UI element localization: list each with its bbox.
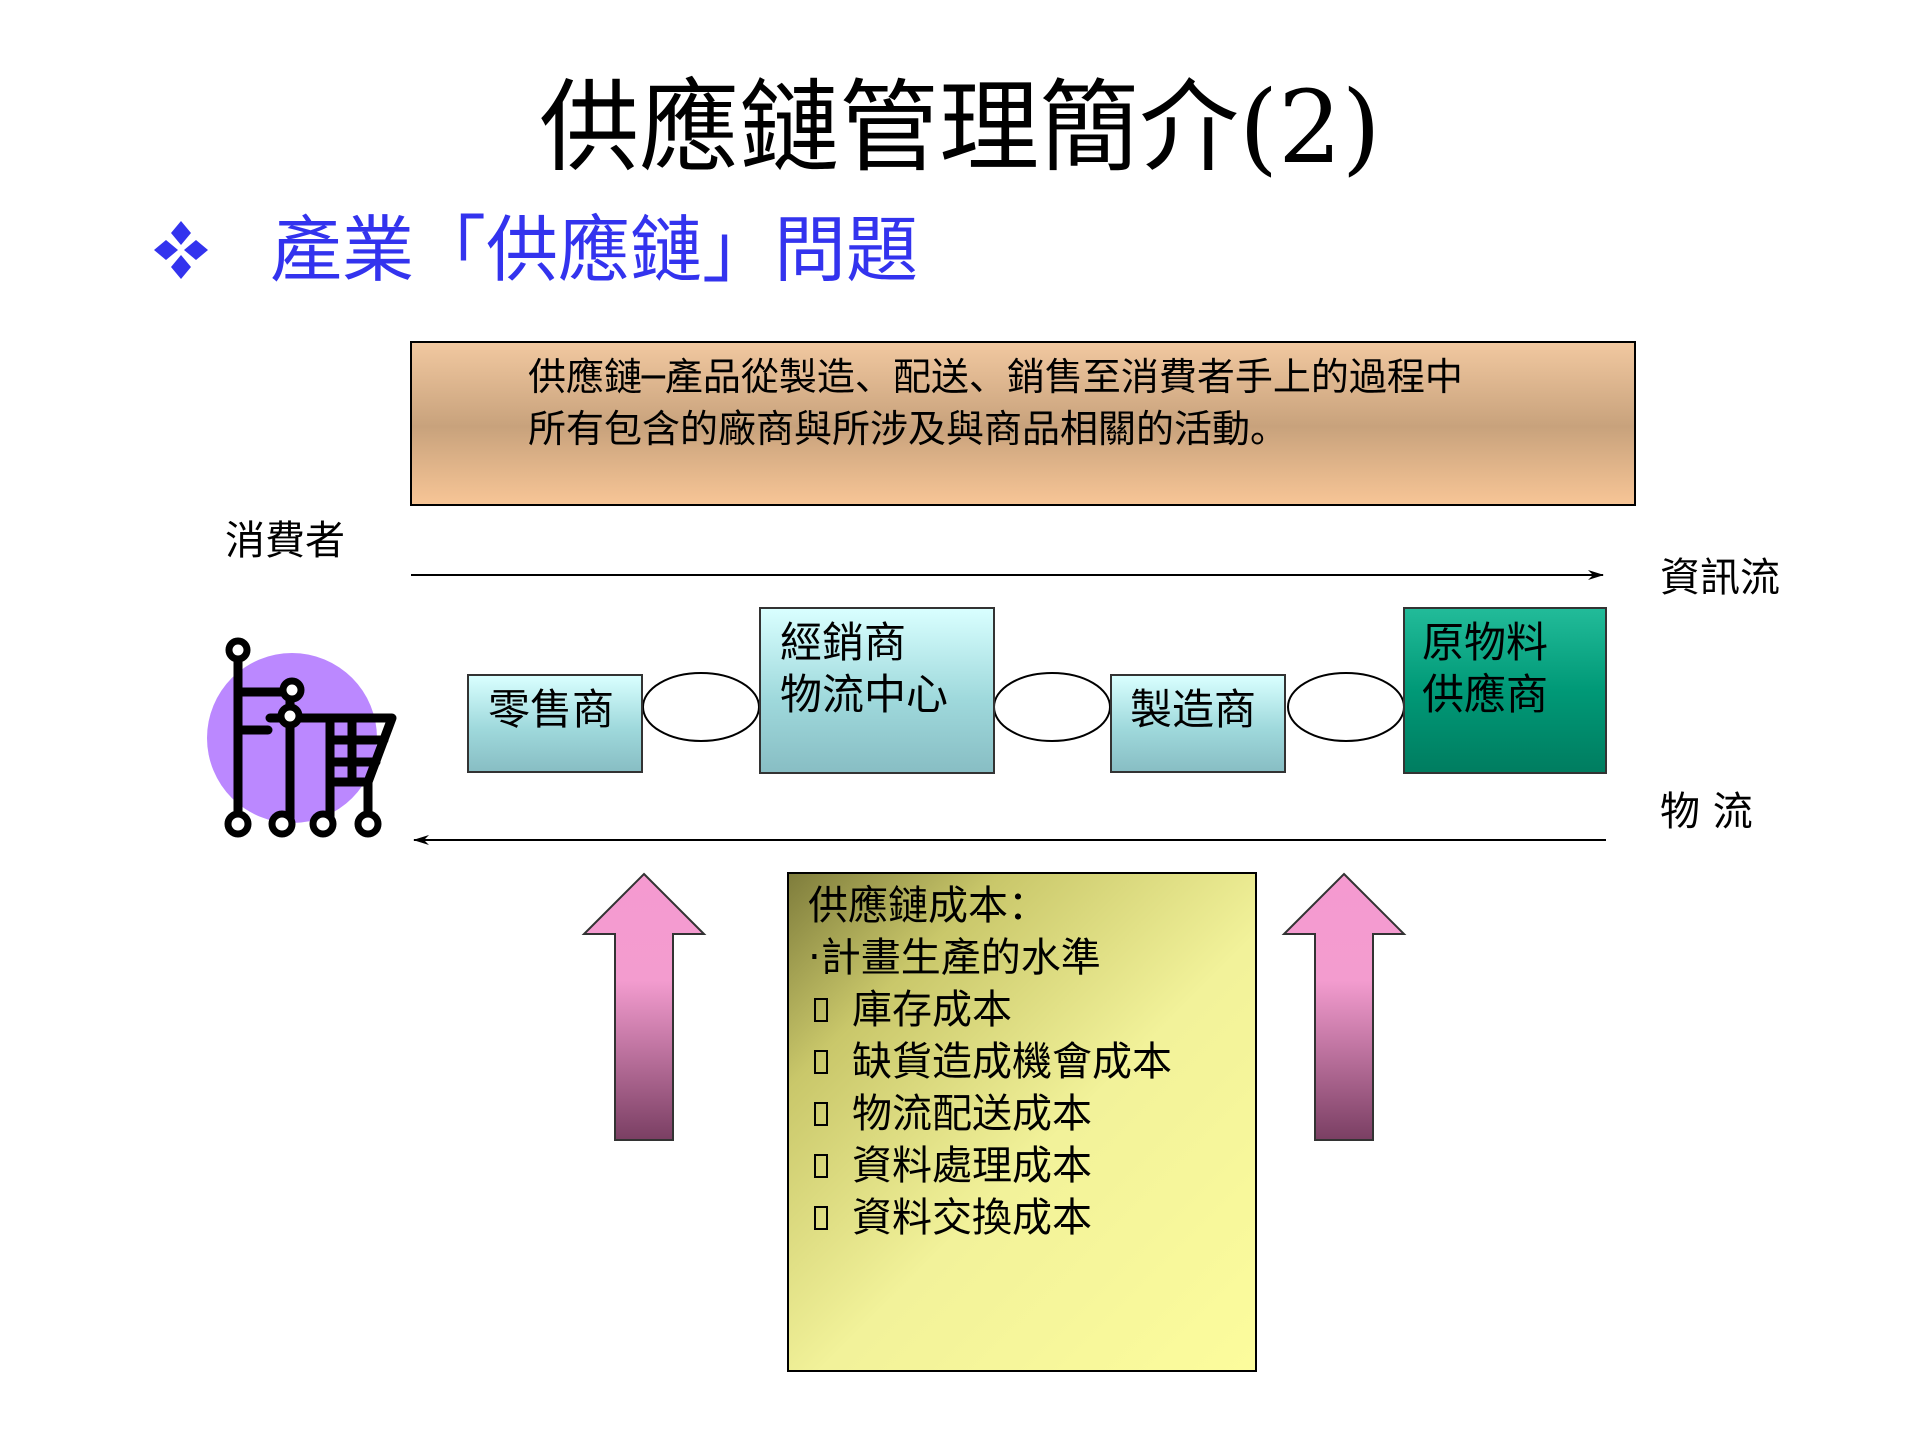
supplier-label: 原物料 供應商 xyxy=(1422,617,1548,721)
definition-box xyxy=(410,341,1636,506)
cost-item-text: 缺貨造成機會成本 xyxy=(852,1039,1172,1085)
supplier-node xyxy=(1403,607,1607,774)
checkbox-bullet-icon xyxy=(814,1154,828,1178)
manufacturer-node xyxy=(1110,674,1286,773)
retailer-node xyxy=(467,674,643,773)
cost-item: 資料交換成本 xyxy=(808,1192,1172,1244)
connector-oval-3 xyxy=(1287,672,1405,742)
distributor-label: 經銷商 物流中心 xyxy=(780,617,948,721)
subtitle-row: 產業「供應鏈」問題 xyxy=(150,200,918,300)
definition-line-2: 所有包含的廠商與所涉及與商品相關的活動。 xyxy=(528,407,1289,451)
checkbox-bullet-icon xyxy=(814,1102,828,1126)
retailer-label: 零售商 xyxy=(488,685,615,734)
definition-line-1: 供應鏈─產品從製造、配送、銷售至消費者手上的過程中 xyxy=(528,355,1463,399)
page-title: 供應鏈管理簡介(2) xyxy=(539,69,1381,186)
distributor-node xyxy=(759,607,995,774)
subtitle: 產業「供應鏈」問題 xyxy=(270,208,919,292)
checkbox-bullet-icon xyxy=(814,1050,828,1074)
info-flow-label: 資訊流 xyxy=(1660,555,1780,601)
cost-item-text: 資料處理成本 xyxy=(852,1143,1092,1189)
manufacturer-label: 製造商 xyxy=(1130,685,1257,734)
diamond-bullet-icon xyxy=(154,221,208,279)
connector-oval-2 xyxy=(993,672,1111,742)
consumer-label: 消費者 xyxy=(225,518,345,564)
supplier-label-line-1: 原物料 xyxy=(1422,618,1549,667)
cost-heading: 供應鏈成本： xyxy=(808,883,1048,929)
cost-list: 供應鏈成本： ‧計畫生產的水準 庫存成本 缺貨造成機會成本 物流配送成本 資料處… xyxy=(808,880,1172,1244)
checkbox-bullet-icon xyxy=(814,1206,828,1230)
cost-item: 物流配送成本 xyxy=(808,1088,1172,1140)
logistics-flow-label: 物 流 xyxy=(1660,789,1753,835)
up-arrow-right xyxy=(1281,872,1407,1141)
connector-oval-1 xyxy=(642,672,760,742)
up-arrow-left xyxy=(581,872,707,1141)
shopping-cart-icon xyxy=(207,637,397,838)
distributor-label-line-1: 經銷商 xyxy=(780,618,907,667)
supplier-label-line-2: 供應商 xyxy=(1422,670,1549,719)
definition-text: 供應鏈─產品從製造、配送、銷售至消費者手上的過程中 所有包含的廠商與所涉及與商品… xyxy=(528,351,1628,455)
cost-box xyxy=(787,872,1257,1372)
cost-item: 庫存成本 xyxy=(808,984,1172,1036)
cost-item-text: 物流配送成本 xyxy=(852,1091,1092,1137)
cost-item-text: 庫存成本 xyxy=(852,987,1012,1033)
distributor-label-line-2: 物流中心 xyxy=(780,670,949,719)
checkbox-bullet-icon xyxy=(814,998,828,1022)
cost-item: 資料處理成本 xyxy=(808,1140,1172,1192)
cost-item: 缺貨造成機會成本 xyxy=(808,1036,1172,1088)
cost-item-text: 資料交換成本 xyxy=(852,1195,1092,1241)
cost-intro: ‧計畫生產的水準 xyxy=(808,935,1101,981)
